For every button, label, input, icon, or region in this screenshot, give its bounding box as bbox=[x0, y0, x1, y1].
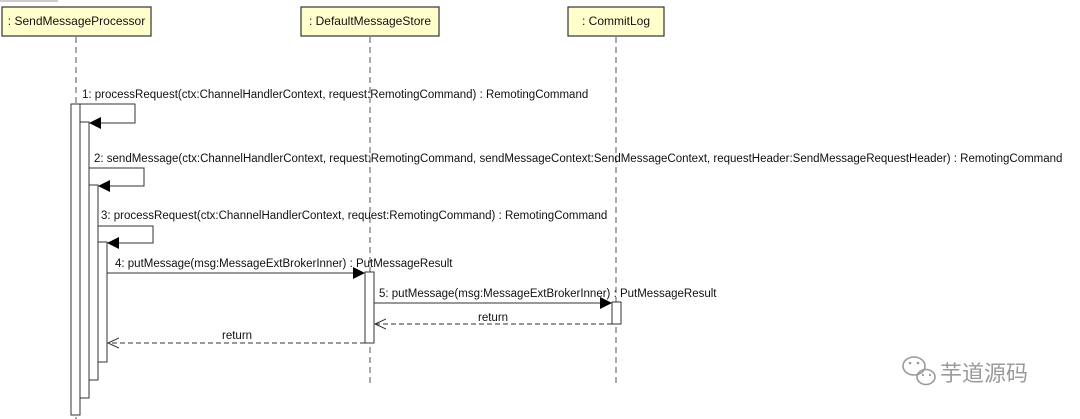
participant-label: : DefaultMessageStore bbox=[309, 14, 431, 28]
message-label: 2: sendMessage(ctx:ChannelHandlerContext… bbox=[94, 153, 1062, 165]
message-label: 3: processRequest(ctx:ChannelHandlerCont… bbox=[101, 210, 607, 222]
message-2: 2: sendMessage(ctx:ChannelHandlerContext… bbox=[89, 153, 1062, 192]
participant-label: : CommitLog bbox=[582, 14, 650, 28]
message-label: 5: putMessage(msg:MessageExtBrokerInner)… bbox=[379, 288, 717, 300]
message-label: 4: putMessage(msg:MessageExtBrokerInner)… bbox=[115, 258, 453, 270]
activation-bar bbox=[70, 103, 81, 416]
message-1: 1: processRequest(ctx:ChannelHandlerCont… bbox=[80, 89, 588, 129]
activation-bar bbox=[88, 184, 99, 381]
activation-bar bbox=[364, 271, 375, 344]
message-3: 3: processRequest(ctx:ChannelHandlerCont… bbox=[98, 210, 607, 249]
return-message-default-message-store: return bbox=[108, 330, 365, 343]
activation-bar bbox=[611, 301, 622, 325]
message-5: 5: putMessage(msg:MessageExtBrokerInner)… bbox=[374, 288, 717, 309]
wechat-icon bbox=[902, 356, 936, 386]
message-4: 4: putMessage(msg:MessageExtBrokerInner)… bbox=[107, 258, 453, 279]
message-label: 1: processRequest(ctx:ChannelHandlerCont… bbox=[82, 89, 588, 101]
return-message-commit-log: return bbox=[375, 312, 612, 324]
participant-send-message-processor: : SendMessageProcessor bbox=[1, 6, 152, 37]
return-label: return bbox=[222, 330, 252, 342]
activation-bar bbox=[79, 121, 90, 399]
watermark-text: 芋道源码 bbox=[940, 362, 1028, 387]
participant-label: : SendMessageProcessor bbox=[8, 14, 145, 28]
watermark: 芋道源码 bbox=[902, 356, 1028, 387]
return-label: return bbox=[478, 312, 508, 324]
participant-default-message-store: : DefaultMessageStore bbox=[300, 6, 440, 37]
activation-bar bbox=[97, 241, 108, 363]
participant-commit-log: : CommitLog bbox=[567, 6, 665, 37]
